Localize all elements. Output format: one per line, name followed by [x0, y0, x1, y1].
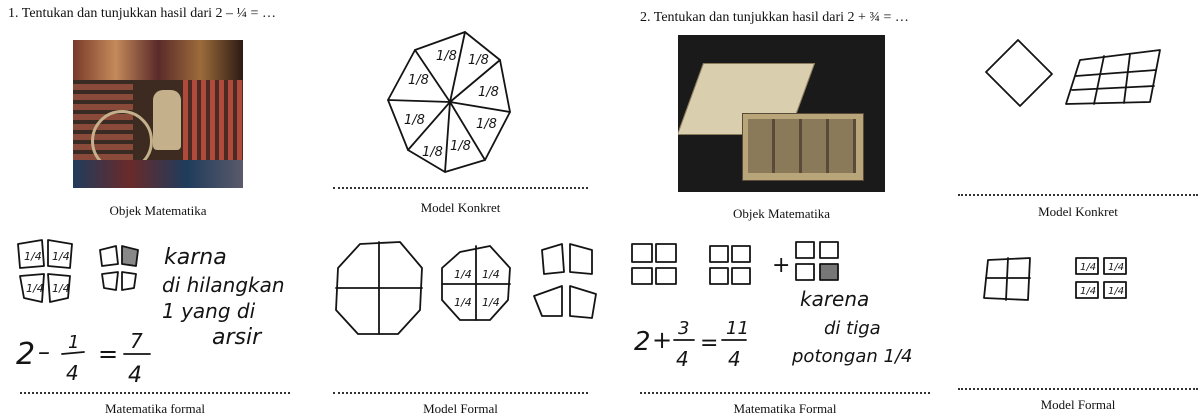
- concrete-line-1: [333, 187, 588, 189]
- octagon-label: 1/8: [468, 53, 489, 68]
- octagon-label: 1/8: [450, 139, 471, 154]
- object-photo-weaving: [73, 40, 243, 188]
- quarter-label: 1/4: [26, 282, 44, 295]
- equation-frac-num: 1: [68, 332, 79, 353]
- svg-text:+: +: [772, 253, 790, 278]
- caption-concrete-1: Model Konkret: [420, 200, 501, 215]
- equation-whole: 2: [16, 337, 35, 372]
- formal-math-work-2: + 2 + 3 4 = 11 4 karena di tiga potongan…: [631, 241, 912, 371]
- concrete-line-2: [958, 194, 1198, 196]
- diamond-grid-model: [985, 39, 1161, 107]
- equation-result-den: 4: [128, 363, 142, 388]
- note-line: di tiga: [824, 318, 881, 339]
- octagon-label: 1/8: [436, 49, 457, 64]
- quarter-label: 1/4: [454, 268, 472, 281]
- equation-equals: =: [700, 331, 718, 356]
- note-line: arsir: [212, 325, 263, 350]
- octagon-label: 1/8: [422, 145, 443, 160]
- note-line: 1 yang di: [162, 299, 256, 323]
- equation-whole: 2: [634, 327, 651, 357]
- quarter-label: 1/4: [1080, 286, 1096, 297]
- quarter-label: 1/4: [52, 282, 70, 295]
- note-line: di hilangkan: [162, 273, 285, 297]
- octagon-fraction-model: 1/8 1/8 1/8 1/8 1/8 1/8 1/8 1/8: [387, 31, 511, 173]
- quarter-label: 1/4: [482, 296, 500, 309]
- quarter-label: 1/4: [24, 250, 42, 263]
- question-1: 1. Tentukan dan tunjukkan hasil dari 2 –…: [8, 6, 276, 21]
- note-line: karena: [800, 287, 869, 311]
- quarter-label: 1/4: [482, 268, 500, 281]
- octagon-label: 1/8: [476, 117, 497, 132]
- formal-math-line-1: [20, 392, 290, 394]
- caption-object-1: Objek Matematika: [109, 203, 207, 218]
- equation-equals: =: [98, 340, 118, 368]
- equation-frac-den: 4: [676, 347, 689, 371]
- note-line: potongan 1/4: [791, 346, 912, 367]
- equation-frac-num: 3: [678, 318, 689, 339]
- object-photo-basket: [678, 35, 885, 192]
- caption-formal-math-1: Matematika formal: [105, 401, 205, 416]
- quarter-label: 1/4: [52, 250, 70, 263]
- equation-result-den: 4: [728, 347, 741, 371]
- caption-formal-model-1: Model Formal: [423, 401, 498, 416]
- octagon-label: 1/8: [404, 113, 425, 128]
- caption-formal-model-2: Model Formal: [1040, 397, 1116, 412]
- quarter-label: 1/4: [1108, 286, 1124, 297]
- caption-concrete-2: Model Konkret: [1038, 204, 1118, 219]
- equation-plus: +: [652, 326, 672, 354]
- caption-object-2: Objek Matematika: [732, 206, 831, 221]
- note-line: karna: [164, 245, 227, 270]
- quarter-label: 1/4: [454, 296, 472, 309]
- equation-result-num: 11: [726, 318, 749, 339]
- octagon-label: 1/8: [478, 85, 499, 100]
- formal-model-2: 1/4 1/4 1/4 1/4: [983, 257, 1127, 301]
- formal-math-work-1: 1/4 1/4 1/4 1/4 2 – 1 4 = 7 4 karna di h…: [16, 239, 285, 388]
- quarter-label: 1/4: [1080, 262, 1096, 273]
- equation-minus: –: [38, 338, 50, 366]
- formal-math-line-2: [640, 392, 930, 394]
- equation-result-num: 7: [130, 329, 143, 353]
- equation-frac-den: 4: [66, 361, 79, 385]
- quarter-label: 1/4: [1108, 262, 1124, 273]
- formal-model-line-2: [958, 388, 1198, 390]
- formal-model-line-1: [333, 392, 588, 394]
- question-2: 2. Tentukan dan tunjukkan hasil dari 2 +…: [640, 10, 909, 25]
- formal-model-1: 1/4 1/4 1/4 1/4: [335, 241, 597, 335]
- caption-formal-math-2: Matematika Formal: [733, 401, 837, 416]
- octagon-label: 1/8: [408, 73, 429, 88]
